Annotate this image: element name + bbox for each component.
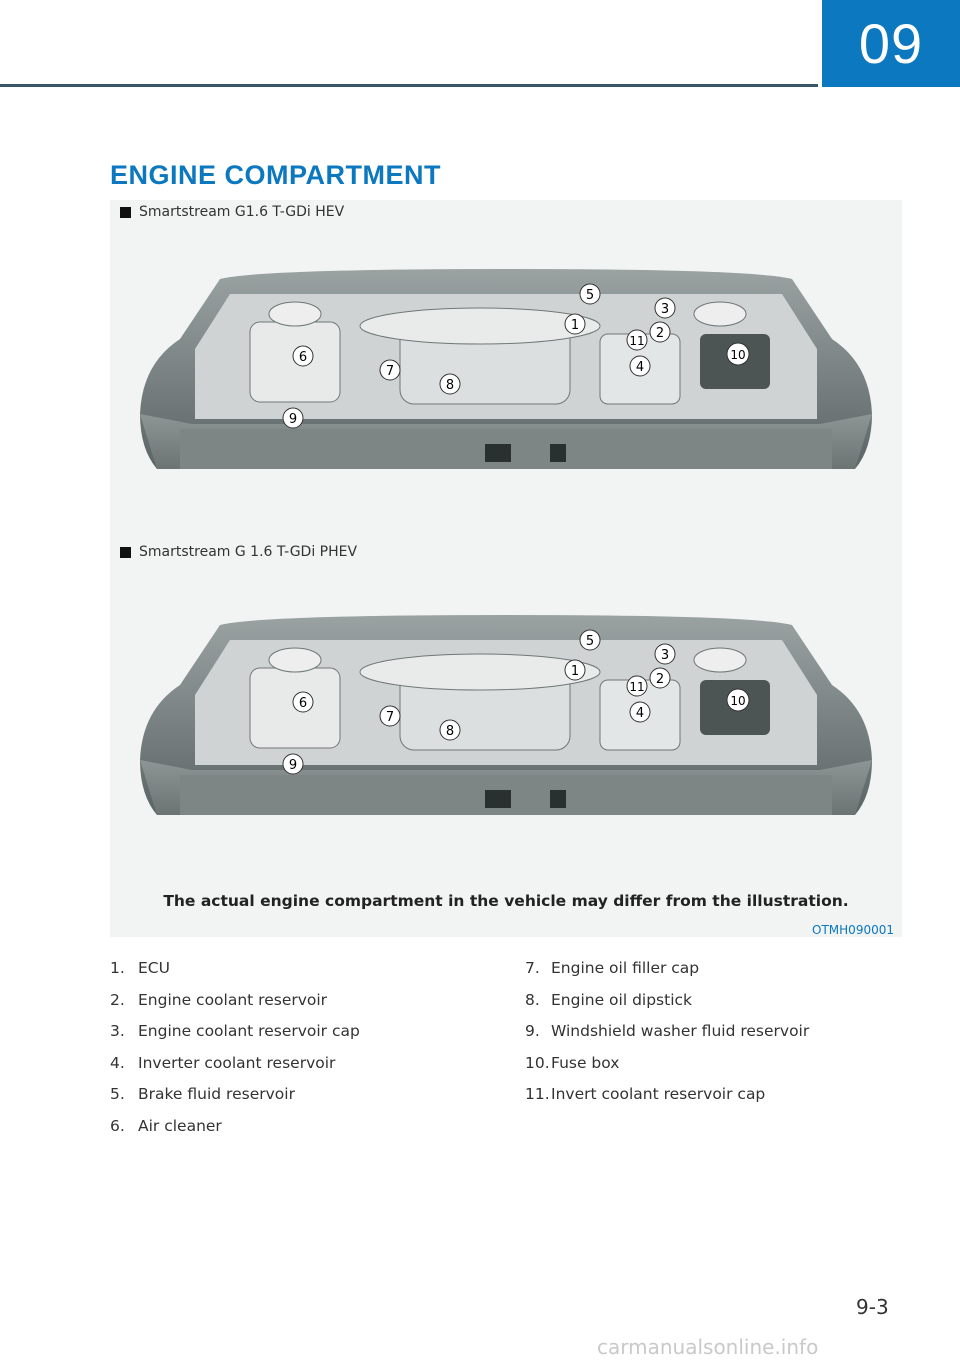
- callout-11: 11: [629, 680, 644, 694]
- legend-text: Windshield washer fluid reservoir: [551, 1022, 809, 1054]
- watermark: carmanualsonline.info: [597, 1335, 818, 1359]
- legend-number: 7.: [525, 959, 551, 991]
- callout-2: 2: [656, 672, 664, 687]
- legend-number: 10.: [525, 1054, 551, 1086]
- legend-item: 10.Fuse box: [525, 1054, 809, 1086]
- legend-number: 4.: [110, 1054, 138, 1086]
- legend-item: 1.ECU: [110, 959, 360, 991]
- callout-11: 11: [629, 334, 644, 348]
- legend-number: 9.: [525, 1022, 551, 1054]
- legend-item: 2.Engine coolant reservoir: [110, 991, 360, 1023]
- legend-text: Brake fluid reservoir: [138, 1085, 295, 1117]
- callout-9: 9: [289, 758, 297, 773]
- callout-1: 1: [571, 664, 579, 679]
- legend-text: Engine oil dipstick: [551, 991, 692, 1023]
- section-title: ENGINE COMPARTMENT: [110, 160, 441, 191]
- callout-5: 5: [586, 634, 594, 649]
- legend-item: 9.Windshield washer fluid reservoir: [525, 1022, 809, 1054]
- legend-text: Engine coolant reservoir: [138, 991, 327, 1023]
- legend-item: 7.Engine oil filler cap: [525, 959, 809, 991]
- legend-number: 11.: [525, 1085, 551, 1117]
- callout-10: 10: [730, 694, 745, 708]
- callout-4: 4: [636, 360, 644, 375]
- legend-text: Inverter coolant reservoir: [138, 1054, 335, 1086]
- legend-number: 3.: [110, 1022, 138, 1054]
- legend-item: 5.Brake fluid reservoir: [110, 1085, 360, 1117]
- chapter-tab: 09: [822, 0, 960, 87]
- callout-5: 5: [586, 288, 594, 303]
- legend-item: 4.Inverter coolant reservoir: [110, 1054, 360, 1086]
- callout-6: 6: [299, 350, 307, 365]
- callout-6: 6: [299, 696, 307, 711]
- callout-3: 3: [661, 648, 669, 663]
- legend-item: 6.Air cleaner: [110, 1117, 360, 1149]
- callout-9: 9: [289, 412, 297, 427]
- figure-caption: The actual engine compartment in the veh…: [110, 892, 902, 910]
- chapter-number: 09: [859, 11, 923, 76]
- square-bullet-icon: [120, 207, 131, 218]
- legend-item: 11.Invert coolant reservoir cap: [525, 1085, 809, 1117]
- legend-number: 6.: [110, 1117, 138, 1149]
- legend-number: 1.: [110, 959, 138, 991]
- legend-text: Invert coolant reservoir cap: [551, 1085, 765, 1117]
- variant-label-hev: Smartstream G1.6 T-GDi HEV: [120, 204, 344, 220]
- callout-7: 7: [386, 364, 394, 379]
- legend-text: Engine oil filler cap: [551, 959, 699, 991]
- engine-illustration-hev: 5 1 3 2 11 4 10 6 7 8 9: [120, 264, 892, 504]
- legend-item: 8.Engine oil dipstick: [525, 991, 809, 1023]
- page-number: 9-3: [856, 1295, 889, 1319]
- legend-number: 5.: [110, 1085, 138, 1117]
- legend-text: Air cleaner: [138, 1117, 222, 1149]
- legend-text: ECU: [138, 959, 170, 991]
- variant-label-phev: Smartstream G 1.6 T-GDi PHEV: [120, 544, 357, 560]
- callout-8: 8: [446, 724, 454, 739]
- callout-8: 8: [446, 378, 454, 393]
- legend-left: 1.ECU 2.Engine coolant reservoir 3.Engin…: [110, 959, 360, 1149]
- legend-number: 2.: [110, 991, 138, 1023]
- legend-item: 3.Engine coolant reservoir cap: [110, 1022, 360, 1054]
- variant-label-text: Smartstream G 1.6 T-GDi PHEV: [139, 544, 357, 560]
- square-bullet-icon: [120, 547, 131, 558]
- callout-7: 7: [386, 710, 394, 725]
- variant-label-text: Smartstream G1.6 T-GDi HEV: [139, 204, 344, 220]
- engine-illustration-phev: 5 1 3 2 11 4 10 6 7 8 9: [120, 610, 892, 850]
- header-rule: [0, 84, 818, 87]
- callout-4: 4: [636, 706, 644, 721]
- callout-3: 3: [661, 302, 669, 317]
- callout-2: 2: [656, 326, 664, 341]
- legend-right: 7.Engine oil filler cap 8.Engine oil dip…: [525, 959, 809, 1117]
- legend-number: 8.: [525, 991, 551, 1023]
- legend-text: Fuse box: [551, 1054, 619, 1086]
- callout-10: 10: [730, 348, 745, 362]
- legend-text: Engine coolant reservoir cap: [138, 1022, 360, 1054]
- figure-code: OTMH090001: [812, 923, 894, 937]
- figure-box: Smartstream G1.6 T-GDi HEV 5 1: [110, 200, 902, 937]
- callout-1: 1: [571, 318, 579, 333]
